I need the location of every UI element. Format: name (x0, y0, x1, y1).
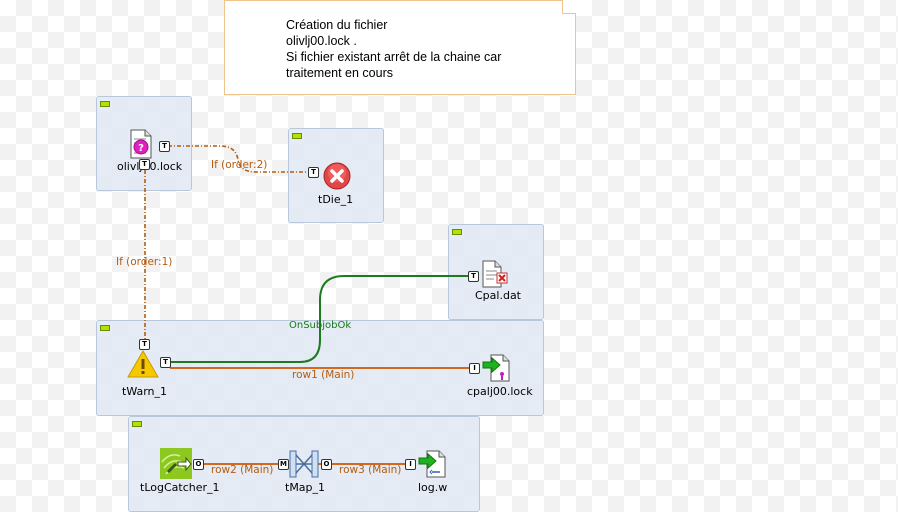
subjob-collapse-button[interactable] (100, 325, 110, 331)
error-icon (323, 162, 351, 190)
trigger-port[interactable]: T (308, 167, 319, 178)
output-port[interactable]: O (321, 459, 332, 470)
warning-icon (127, 350, 159, 378)
file-delete-component[interactable] (480, 260, 510, 290)
warn-label: tWarn_1 (122, 385, 168, 398)
note-line-1: Création du fichier (286, 18, 388, 32)
input-port[interactable]: I (469, 363, 480, 374)
file-delete-icon (482, 260, 508, 288)
log-output-label: log.w (418, 481, 448, 494)
map-input-port[interactable]: M (278, 459, 289, 470)
trigger-port[interactable]: T (159, 141, 170, 152)
subjob-collapse-button[interactable] (132, 421, 142, 427)
subjob-collapse-button[interactable] (100, 101, 110, 107)
trigger-port[interactable]: T (160, 357, 171, 368)
note-text: Création du fichier olivlj00.lock . Si f… (286, 17, 501, 81)
trigger-port[interactable]: T (139, 339, 150, 350)
onsubjobok-link (170, 275, 470, 363)
row3-label[interactable]: row3 (Main) (339, 464, 402, 476)
if-order-2-link (168, 145, 310, 173)
file-exist-component[interactable]: ? (128, 129, 154, 159)
file-output-label: cpalj00.lock (467, 385, 533, 398)
row1-label[interactable]: row1 (Main) (292, 369, 355, 381)
output-port[interactable]: O (193, 459, 204, 470)
note-line-3: Si fichier existant arrêt de la chaine c… (286, 50, 502, 64)
note-line-2: olivlj00.lock . (286, 34, 357, 48)
file-output-icon (418, 450, 446, 478)
if-order-1-label[interactable]: If (order:1) (116, 256, 173, 268)
svg-text:?: ? (138, 143, 144, 154)
trigger-port[interactable]: T (139, 159, 150, 170)
tmap-label: tMap_1 (285, 481, 326, 494)
die-label: tDie_1 (318, 193, 354, 206)
die-component[interactable] (322, 161, 352, 191)
file-output-icon (482, 354, 510, 382)
subjob-collapse-button[interactable] (452, 229, 462, 235)
subjob-collapse-button[interactable] (292, 133, 302, 139)
tmap-component[interactable] (289, 449, 319, 479)
file-output-component[interactable] (482, 354, 512, 382)
note-line-4: traitement en cours (286, 66, 393, 80)
log-output-component[interactable] (418, 450, 448, 478)
row2-label[interactable]: row2 (Main) (211, 464, 274, 476)
logcatcher-icon (160, 448, 192, 479)
note-corner (562, 0, 576, 14)
file-delete-label: Cpal.dat (475, 289, 521, 302)
logcatcher-label: tLogCatcher_1 (140, 481, 220, 494)
warn-component[interactable] (127, 350, 159, 378)
if-order-2-label[interactable]: If (order:2) (211, 159, 268, 171)
input-port[interactable]: I (405, 459, 416, 470)
file-question-icon: ? (130, 129, 152, 159)
trigger-port[interactable]: T (468, 271, 479, 282)
map-icon (289, 450, 319, 478)
note[interactable]: Création du fichier olivlj00.lock . Si f… (224, 0, 576, 95)
logcatcher-component[interactable] (160, 448, 192, 479)
